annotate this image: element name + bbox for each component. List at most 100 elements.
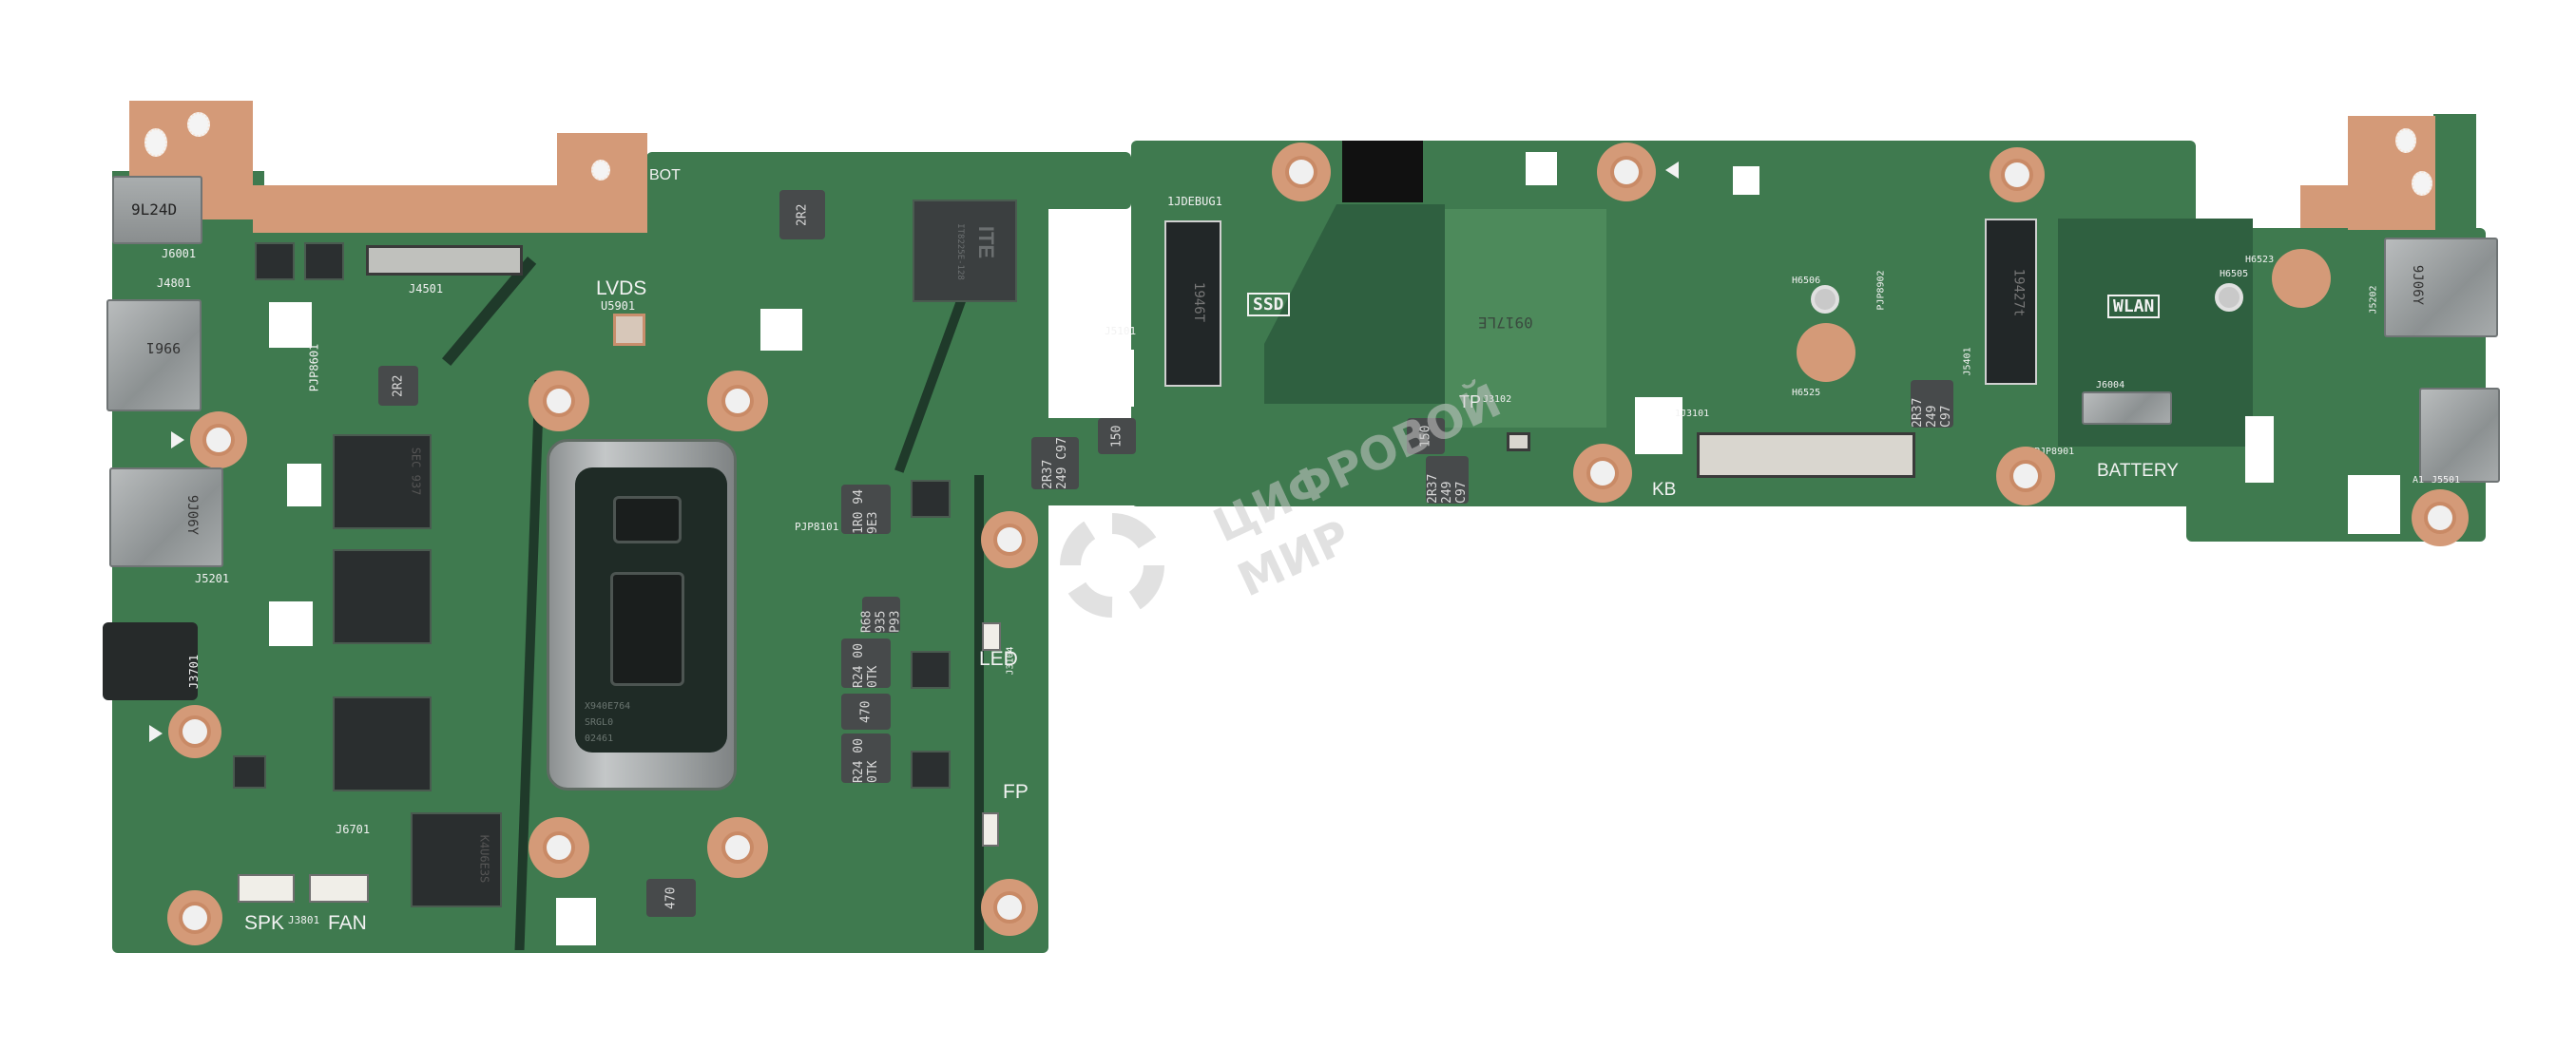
ram-chip: SEC 937 bbox=[333, 434, 432, 529]
dc-jack-label: 9L24D bbox=[131, 200, 178, 219]
ram-chip bbox=[333, 696, 432, 791]
label-j3701: J3701 bbox=[187, 654, 202, 690]
usb-c-port-left: 9961 bbox=[106, 299, 202, 411]
mount-pad bbox=[1996, 447, 2055, 505]
label-sticker bbox=[1635, 397, 1682, 454]
copper-pad bbox=[1797, 323, 1855, 382]
cpu-marking-3: 02461 bbox=[585, 734, 614, 744]
mount-hole bbox=[144, 128, 167, 157]
mount-pad bbox=[2412, 489, 2469, 546]
mount-pad bbox=[707, 371, 768, 431]
copper-strip-top-right bbox=[2300, 185, 2357, 228]
label-sticker bbox=[2348, 475, 2400, 534]
mount-pad bbox=[529, 817, 589, 878]
pin1-arrow bbox=[171, 431, 184, 448]
ground-trace bbox=[974, 475, 984, 950]
inductor: 470 bbox=[841, 694, 891, 730]
label-sticker bbox=[1526, 152, 1557, 185]
copper-strip-top-left bbox=[253, 185, 557, 233]
label-tp: TP bbox=[1459, 392, 1482, 411]
cpu-marking-2: SRGL0 bbox=[585, 717, 614, 728]
label-sticker bbox=[760, 309, 802, 351]
thermal-pad bbox=[613, 314, 645, 346]
label-sticker bbox=[2245, 416, 2274, 483]
label-j6701: J6701 bbox=[336, 823, 371, 836]
label-h6523: H6523 bbox=[2245, 255, 2275, 265]
label-j4501: J4501 bbox=[409, 282, 444, 295]
label-j4801: J4801 bbox=[157, 276, 192, 290]
label-spk: SPK bbox=[244, 912, 285, 934]
mount-pad bbox=[1272, 143, 1331, 201]
label-bot: BOT bbox=[649, 167, 681, 183]
label-led: LED bbox=[979, 648, 1018, 670]
mount-pad bbox=[981, 511, 1038, 568]
label-j5401: J5401 bbox=[1962, 347, 1973, 376]
keyboard-connector bbox=[1697, 432, 1915, 478]
label-h6505: H6505 bbox=[2220, 269, 2249, 279]
mount-pad bbox=[1990, 147, 2045, 202]
label-j5202: J5202 bbox=[2368, 285, 2379, 314]
inductor: 2R2 bbox=[378, 366, 418, 406]
pin1-arrow bbox=[1665, 162, 1679, 179]
ec-logo: ITE bbox=[974, 225, 999, 259]
mount-pad bbox=[1573, 444, 1632, 503]
label-sticker bbox=[1077, 350, 1134, 407]
mount-hole bbox=[2412, 171, 2432, 196]
label-wlan: WLAN bbox=[2107, 295, 2161, 318]
copper-pad bbox=[2272, 249, 2331, 308]
cpu-marking-1: X940E764 bbox=[585, 701, 631, 712]
board-right-end-top bbox=[2433, 114, 2476, 238]
audio-codec bbox=[233, 755, 266, 789]
usb-c-port-right bbox=[2419, 388, 2500, 483]
audio-jack bbox=[103, 622, 198, 700]
usb-a-marking: 9J06Y bbox=[184, 494, 201, 536]
label-j5101: J5101 bbox=[1105, 325, 1137, 337]
mount-hole bbox=[187, 112, 210, 137]
inductor: 2R2 bbox=[779, 190, 825, 239]
cpu-core-die bbox=[610, 572, 684, 686]
label-pjp8601: PJP8601 bbox=[307, 343, 321, 392]
label-sticker bbox=[269, 302, 312, 348]
label-fp: FP bbox=[1003, 781, 1028, 803]
label-j5501: J5501 bbox=[2432, 475, 2461, 486]
label-sticker bbox=[287, 464, 321, 506]
black-tape bbox=[1342, 141, 1423, 202]
label-battery: BATTERY bbox=[2097, 461, 2179, 481]
usb-c-marking: 9961 bbox=[146, 339, 182, 356]
handwritten-mark: 0917LE bbox=[1478, 314, 1533, 332]
inductor: R24 00 0TK bbox=[841, 638, 891, 688]
inductor: 2R37 249 C97 bbox=[1031, 437, 1079, 489]
lvds-connector bbox=[366, 245, 523, 276]
standoff bbox=[1811, 285, 1839, 314]
label-kb: KB bbox=[1652, 480, 1677, 500]
mount-pad bbox=[529, 371, 589, 431]
label-j3801: J3801 bbox=[288, 914, 320, 926]
label-j3102: J3102 bbox=[1483, 394, 1512, 405]
ssd-m2-slot bbox=[1164, 220, 1221, 387]
label-u5901: U5901 bbox=[601, 299, 636, 313]
ec-chip: ITE IT8225E-128 bbox=[913, 200, 1017, 302]
label-h6525: H6525 bbox=[1792, 388, 1821, 398]
label-sticker bbox=[269, 601, 313, 646]
label-pjp8902: PJP8902 bbox=[1875, 270, 1887, 311]
mosfet bbox=[255, 242, 295, 280]
mosfet bbox=[304, 242, 344, 280]
speaker-connector bbox=[238, 874, 295, 903]
dc-jack: 9L24D bbox=[112, 176, 202, 244]
mount-pad bbox=[167, 890, 222, 945]
ssd-slot-mark: 1946T bbox=[1191, 281, 1207, 323]
touchpad-connector bbox=[1507, 432, 1530, 451]
mount-hole bbox=[2395, 128, 2416, 153]
mosfet bbox=[911, 651, 951, 689]
label-sticker bbox=[556, 898, 596, 945]
inductor: 2R37 249 C97 bbox=[1426, 456, 1469, 504]
label-a1: A1 bbox=[2413, 475, 2425, 486]
mount-hole bbox=[591, 160, 610, 181]
inductor: 470 bbox=[646, 879, 696, 917]
label-j3101: 1J3101 bbox=[1675, 409, 1710, 419]
usb-a-port-left: 9J06Y bbox=[109, 467, 223, 567]
ram-marking: K4U6E3S bbox=[477, 834, 491, 884]
mount-pad bbox=[981, 879, 1038, 936]
board-mid-top bbox=[646, 152, 1131, 209]
mosfet bbox=[911, 480, 951, 518]
